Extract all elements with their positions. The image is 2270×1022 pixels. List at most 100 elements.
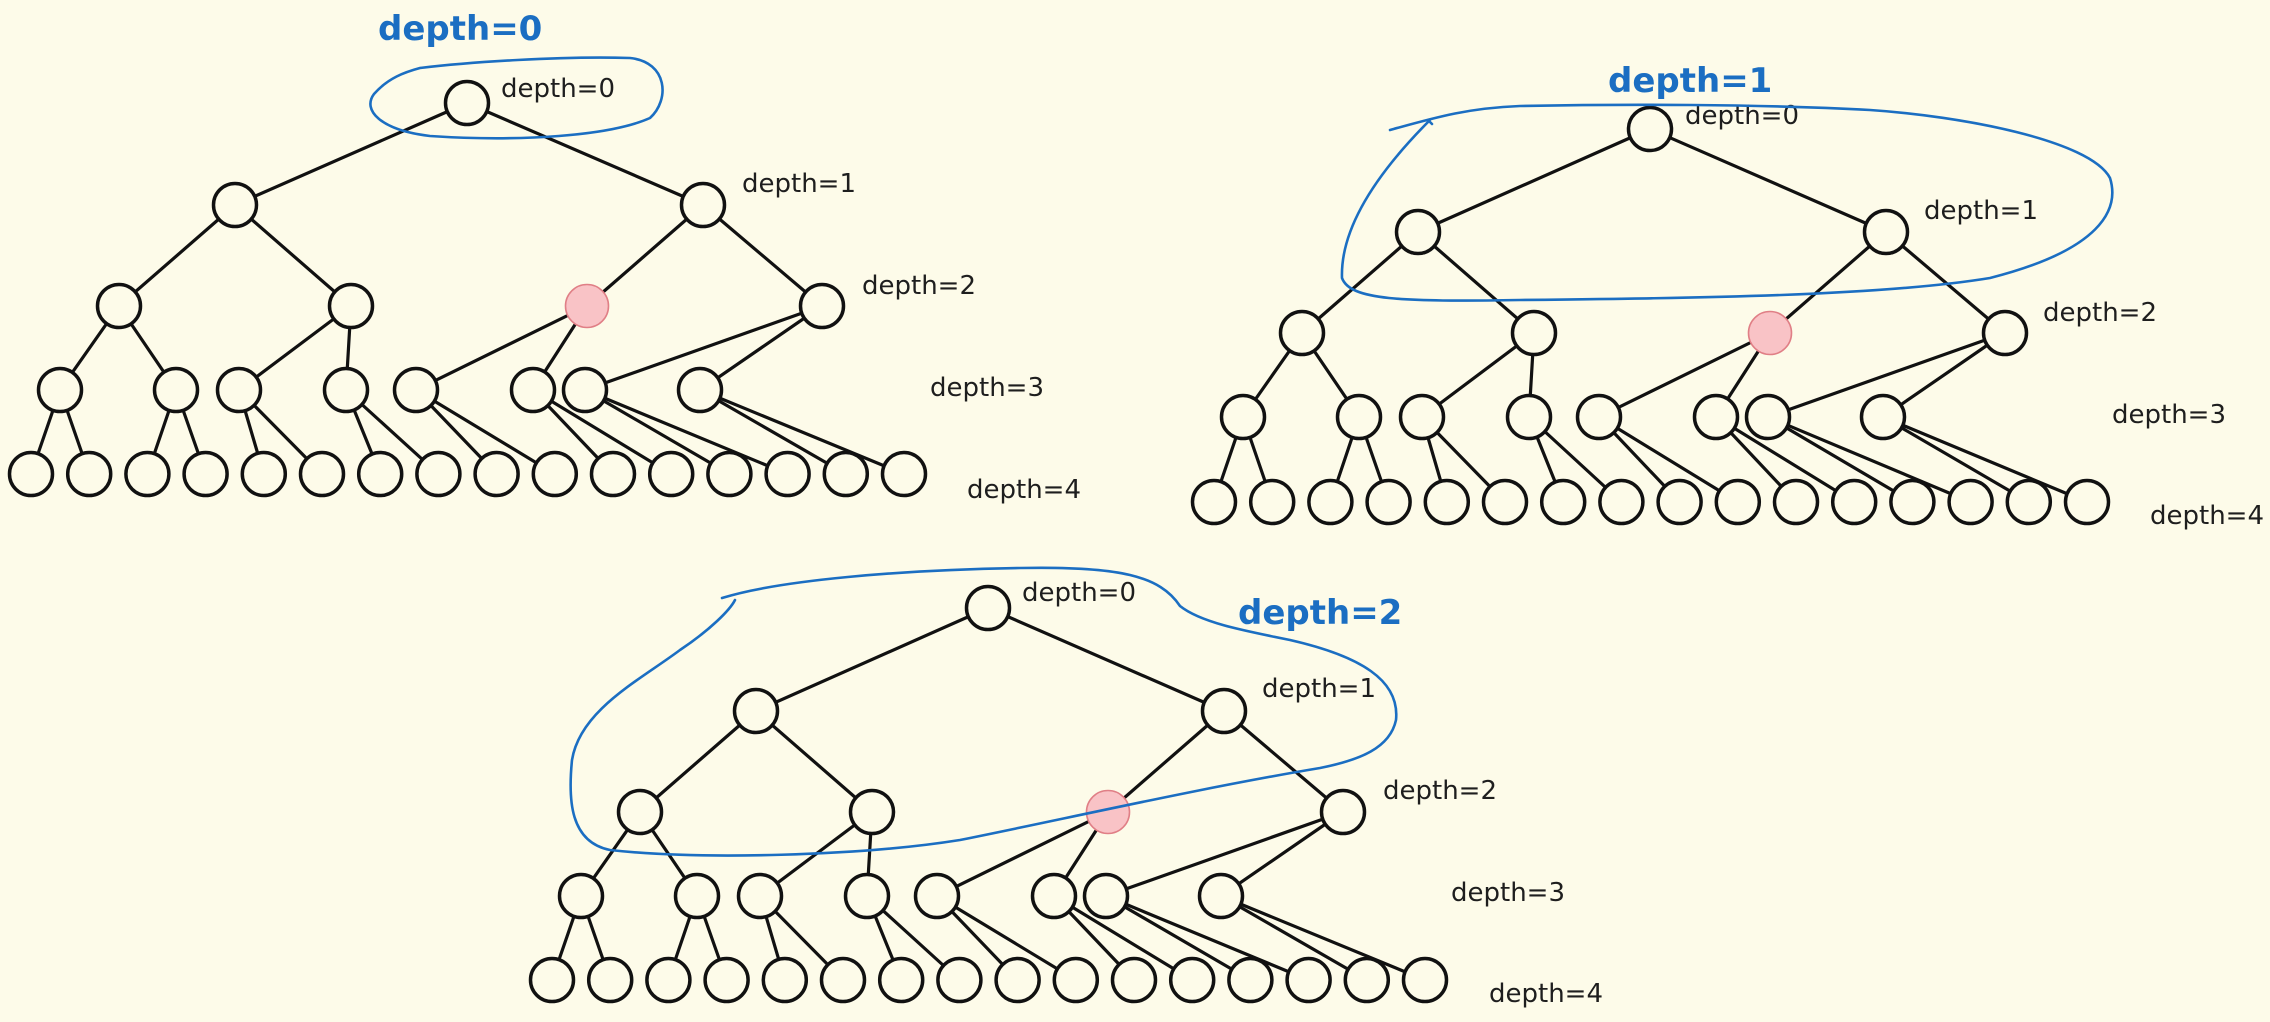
tree-1-scope-loop — [369, 56, 664, 140]
tree-3-highlighted-node — [1085, 789, 1131, 835]
tree-2-node-d0-0 — [1626, 105, 1674, 153]
tree-2-node-d4-7 — [1598, 478, 1645, 526]
tree-3-node-d3-3 — [843, 872, 891, 920]
tree-2-edge-d4-15 — [1881, 415, 2089, 504]
tree-3-node-d2-3 — [1319, 788, 1367, 836]
tree-2-edges — [1212, 127, 2089, 504]
tree-1-edges — [29, 101, 906, 476]
tree-1-level-label-2: depth=2 — [862, 271, 976, 301]
tree-1-node-d3-1 — [152, 366, 200, 414]
tree-1-node-d2-0 — [95, 282, 143, 330]
tree-3-node-d4-7 — [936, 956, 983, 1004]
tree-2-node-d4-13 — [1947, 478, 1994, 526]
tree-1-edge-d3-4 — [414, 304, 589, 392]
tree-1-edge-d2-2 — [585, 203, 705, 308]
tree-3-edge-d4-15 — [1219, 894, 1427, 982]
tree-3-edge-d4-14 — [1219, 894, 1369, 982]
tree-1-node-d4-7 — [415, 450, 462, 498]
tree-3-node-d4-4 — [761, 956, 809, 1004]
tree-3-edge-d3-6 — [1104, 810, 1345, 898]
tree-3-level-label-1: depth=1 — [1262, 674, 1376, 704]
tree-2-edge-d4-12 — [1766, 415, 1915, 504]
tree-1-level-label-4: depth=4 — [967, 475, 1081, 505]
tree-3-level-label-0: depth=0 — [1022, 578, 1136, 608]
tree-2: depth=0 depth=1 depth=2 depth=3 depth=4 … — [1190, 61, 2264, 531]
tree-1-node-d1-0 — [211, 181, 259, 229]
tree-3-scope-loop — [569, 566, 1398, 857]
tree-2-edge-d2-1 — [1416, 230, 1536, 335]
tree-3-node-d4-9 — [1052, 956, 1100, 1004]
tree-1-node-d4-1 — [65, 450, 113, 498]
tree-1-level-label-0: depth=0 — [501, 74, 615, 104]
tree-1-node-d3-4 — [392, 366, 440, 414]
tree-3-edge-d1-0 — [754, 606, 990, 713]
tree-1-node-d4-2 — [124, 450, 171, 498]
tree-3-level-label-3: depth=3 — [1451, 878, 1565, 908]
tree-3-node-d2-1 — [848, 788, 896, 836]
tree-1-edge-d3-2 — [237, 304, 353, 392]
tree-3-level-label-4: depth=4 — [1489, 979, 1603, 1009]
tree-1-node-d3-3 — [322, 366, 370, 414]
tree-3-edge-d3-4 — [935, 810, 1110, 898]
tree-2-node-d2-1 — [1510, 309, 1558, 357]
tree-1-level-label-1: depth=1 — [742, 169, 856, 199]
tree-3-edge-d2-2 — [1106, 709, 1226, 814]
tree-2-node-d2-3 — [1981, 309, 2029, 357]
tree-3-node-d3-4 — [913, 872, 961, 920]
tree-3-edges — [550, 606, 1427, 982]
tree-2-level-label-4: depth=4 — [2150, 501, 2264, 531]
tree-1-node-d0-0 — [443, 79, 491, 127]
tree-1-node-d3-5 — [509, 366, 557, 414]
tree-2-edge-d2-2 — [1768, 230, 1888, 335]
tree-2-node-d4-6 — [1539, 478, 1587, 526]
tree-3-node-d1-1 — [1200, 687, 1248, 735]
tree-3-node-d4-0 — [528, 956, 576, 1004]
tree-2-level-label-3: depth=3 — [2112, 400, 2226, 430]
tree-2-node-d4-5 — [1481, 478, 1529, 526]
tree-2-highlighted-node — [1747, 310, 1793, 356]
tree-3-edge-d4-9 — [935, 894, 1078, 982]
tree-3-node-d4-2 — [645, 956, 692, 1004]
tree-1-node-d4-5 — [298, 450, 346, 498]
tree-1-edge-d4-12 — [583, 388, 732, 476]
tree-3-node-d4-1 — [586, 956, 634, 1004]
tree-3-node-d4-11 — [1168, 956, 1216, 1004]
tree-2-node-d4-14 — [2005, 478, 2053, 526]
tree-1-node-d1-1 — [679, 181, 727, 229]
tree-2-node-d4-9 — [1714, 478, 1762, 526]
tree-2-nodes — [1190, 105, 2111, 526]
tree-1-edge-d2-0 — [117, 203, 237, 308]
tree-1-edge-d4-11 — [531, 388, 673, 476]
tree-2-edge-d3-4 — [1597, 331, 1772, 419]
tree-3-node-d1-0 — [732, 687, 780, 735]
tree-3-node-d4-14 — [1343, 956, 1391, 1004]
tree-3-node-d3-2 — [736, 872, 784, 920]
tree-1-node-d4-3 — [182, 450, 229, 498]
tree-3-edge-d4-13 — [1104, 894, 1311, 982]
tree-3-node-d4-6 — [877, 956, 925, 1004]
tree-2-node-d4-1 — [1248, 478, 1296, 526]
tree-2-node-d1-1 — [1862, 208, 1910, 256]
tree-1-node-d4-6 — [356, 450, 404, 498]
tree-3-node-d4-3 — [703, 956, 750, 1004]
tree-1-level-label-3: depth=3 — [930, 373, 1044, 403]
tree-2-edge-d4-14 — [1881, 415, 2031, 504]
tree-3-node-d3-6 — [1082, 872, 1130, 920]
tree-2-node-d4-11 — [1830, 478, 1878, 526]
tree-1-nodes — [7, 79, 928, 498]
tree-1-edge-d4-9 — [414, 388, 557, 476]
tree-2-node-d4-10 — [1772, 478, 1820, 526]
tree-3-edge-d2-0 — [638, 709, 758, 814]
tree-3-node-d4-12 — [1227, 956, 1274, 1004]
tree-3-node-d3-1 — [673, 872, 721, 920]
tree-2-node-d4-12 — [1889, 478, 1936, 526]
tree-2-annotation: depth=1 — [1608, 61, 1772, 101]
tree-1-node-d4-8 — [473, 450, 520, 498]
tree-3-node-d4-13 — [1285, 956, 1332, 1004]
tree-2-node-d4-15 — [2063, 478, 2111, 526]
tree-1-edge-d3-7 — [698, 304, 824, 392]
tree-2-node-d1-0 — [1394, 208, 1442, 256]
tree-1-node-d4-10 — [589, 450, 637, 498]
tree-2-node-d2-0 — [1278, 309, 1326, 357]
tree-1-edge-d2-1 — [233, 203, 353, 308]
